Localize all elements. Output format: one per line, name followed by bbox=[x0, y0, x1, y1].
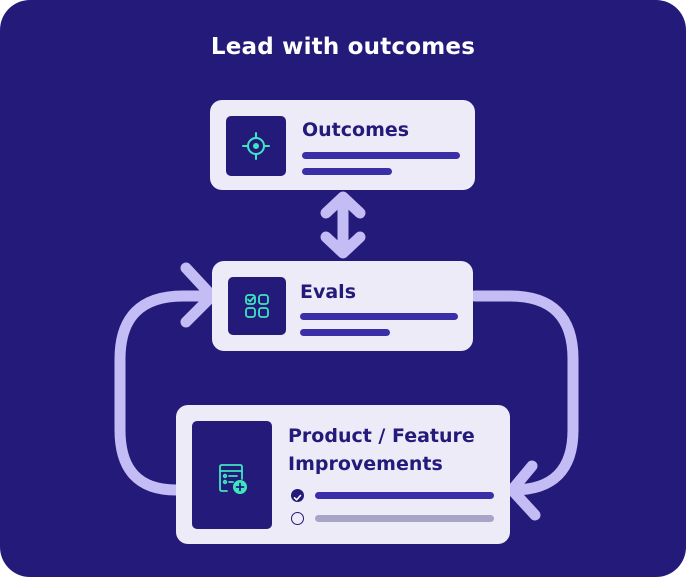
outcomes-bar-1 bbox=[302, 152, 460, 159]
improvements-icon-box bbox=[192, 421, 272, 529]
arrow-evals-to-improvements bbox=[469, 290, 579, 496]
arrowhead-into-improvements bbox=[506, 460, 541, 521]
outcomes-bar-2 bbox=[302, 168, 392, 175]
checked-circle-icon bbox=[291, 489, 304, 502]
diagram-title: Lead with outcomes bbox=[210, 34, 476, 60]
evals-card: Evals bbox=[212, 261, 473, 351]
evals-label: Evals bbox=[300, 281, 357, 303]
evals-bar-2 bbox=[300, 329, 390, 336]
outcomes-card: Outcomes bbox=[210, 100, 475, 190]
evals-icon-box bbox=[228, 277, 286, 335]
evals-bar-1 bbox=[300, 313, 458, 320]
outcomes-icon-box bbox=[226, 116, 286, 176]
improvements-label-line2: Improvements bbox=[288, 453, 443, 475]
improvements-card: Product / Feature Improvements bbox=[176, 405, 510, 544]
improvements-label-line1: Product / Feature bbox=[288, 425, 475, 447]
outcomes-label: Outcomes bbox=[302, 119, 410, 141]
target-icon bbox=[242, 132, 270, 160]
arrow-outcomes-evals bbox=[320, 191, 366, 259]
arrow-improvements-to-evals bbox=[114, 290, 217, 496]
unchecked-circle-icon bbox=[291, 512, 304, 525]
improvements-bar-1 bbox=[315, 492, 494, 499]
improvements-bar-2 bbox=[315, 515, 494, 522]
feature-add-icon bbox=[219, 464, 247, 494]
grid-check-icon bbox=[245, 294, 269, 318]
